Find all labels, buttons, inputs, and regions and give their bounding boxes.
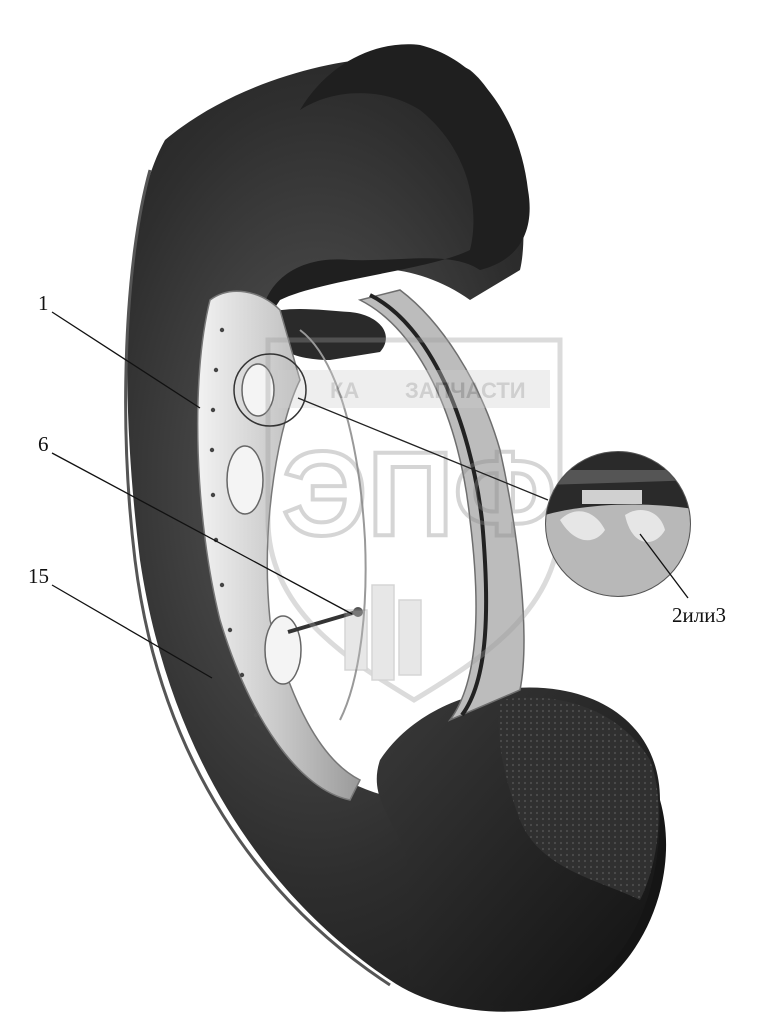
rim-hole bbox=[226, 445, 264, 515]
valve-stem bbox=[287, 610, 357, 634]
callout-2or3: 2или3 bbox=[672, 603, 726, 627]
watermark-banner bbox=[278, 370, 550, 408]
tire-edge-highlight bbox=[124, 169, 391, 987]
tire-tread bbox=[498, 697, 659, 900]
watermark-banner-left: КА bbox=[330, 378, 359, 403]
callout-15: 15 bbox=[28, 564, 49, 588]
rim-barrel bbox=[357, 289, 525, 722]
rim-flange-line bbox=[369, 293, 489, 717]
rim-hole bbox=[241, 363, 275, 417]
tire-upper-section bbox=[260, 44, 530, 331]
valve-cap bbox=[353, 607, 363, 617]
tire-sidewall bbox=[127, 56, 667, 1012]
leader-line-2or3 bbox=[639, 533, 689, 599]
leader-line-6 bbox=[51, 452, 353, 615]
rim-inner-line bbox=[299, 329, 367, 721]
leader-line-1 bbox=[51, 311, 201, 409]
watermark-shield bbox=[265, 337, 563, 703]
zoom-connector bbox=[297, 397, 549, 501]
detail-zoom bbox=[233, 353, 691, 597]
zoom-source-circle bbox=[233, 353, 307, 427]
wheel-rim bbox=[196, 289, 525, 801]
leader-line-15 bbox=[51, 584, 213, 679]
callout-6: 6 bbox=[38, 432, 49, 456]
rim-hole bbox=[264, 615, 302, 685]
watermark-columns bbox=[344, 584, 422, 681]
rim-disc bbox=[196, 290, 362, 801]
leader-lines bbox=[51, 311, 689, 679]
callout-1: 1 bbox=[38, 291, 49, 315]
watermark-banner-right: ЗАПЧАСТИ bbox=[405, 378, 526, 403]
tire-upper-bead bbox=[262, 308, 386, 360]
tire bbox=[124, 44, 667, 1012]
